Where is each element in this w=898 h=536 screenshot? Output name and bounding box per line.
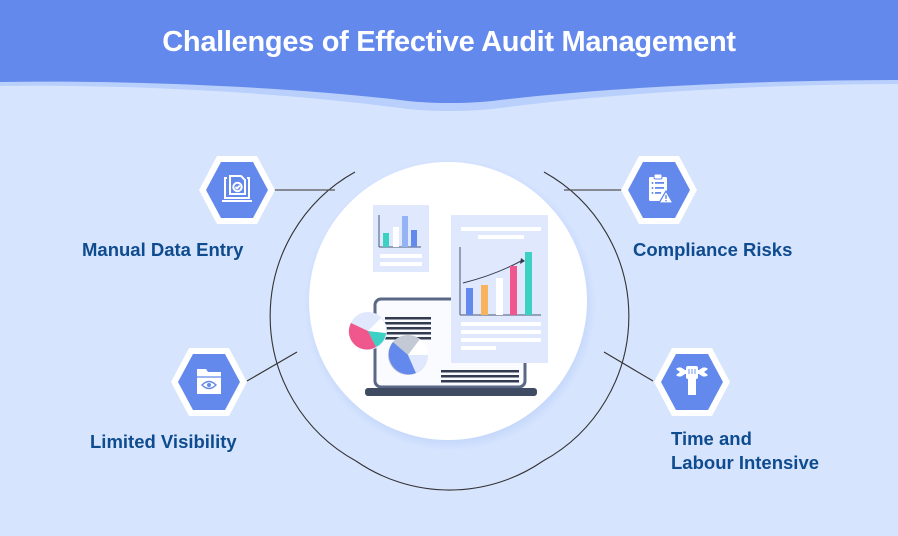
hexagon-compliance-risks: [621, 156, 697, 224]
clipboard-warning-icon: [649, 173, 675, 204]
header-banner: Challenges of Effective Audit Management: [0, 0, 898, 120]
hexagon-manual-data-entry: [199, 156, 275, 224]
hexagon-limited-visibility: [171, 348, 247, 416]
fist-wrench-icon: [676, 366, 708, 395]
label-manual-data-entry: Manual Data Entry: [82, 239, 244, 260]
laptop-document-check-icon: [222, 175, 252, 202]
label-line-1: Time and: [671, 428, 752, 449]
label-limited-visibility: Limited Visibility: [90, 431, 237, 452]
label-compliance-risks: Compliance Risks: [633, 239, 793, 260]
label-line-2: Labour Intensive: [671, 452, 820, 473]
page-title: Challenges of Effective Audit Management: [162, 26, 736, 58]
hexagon-time-labour-intensive: [654, 348, 730, 416]
audit-report-dashboard-illustration: [348, 205, 548, 396]
label-time-labour-intensive: Time and Labour Intensive: [671, 427, 819, 475]
folder-eye-icon: [197, 369, 221, 394]
